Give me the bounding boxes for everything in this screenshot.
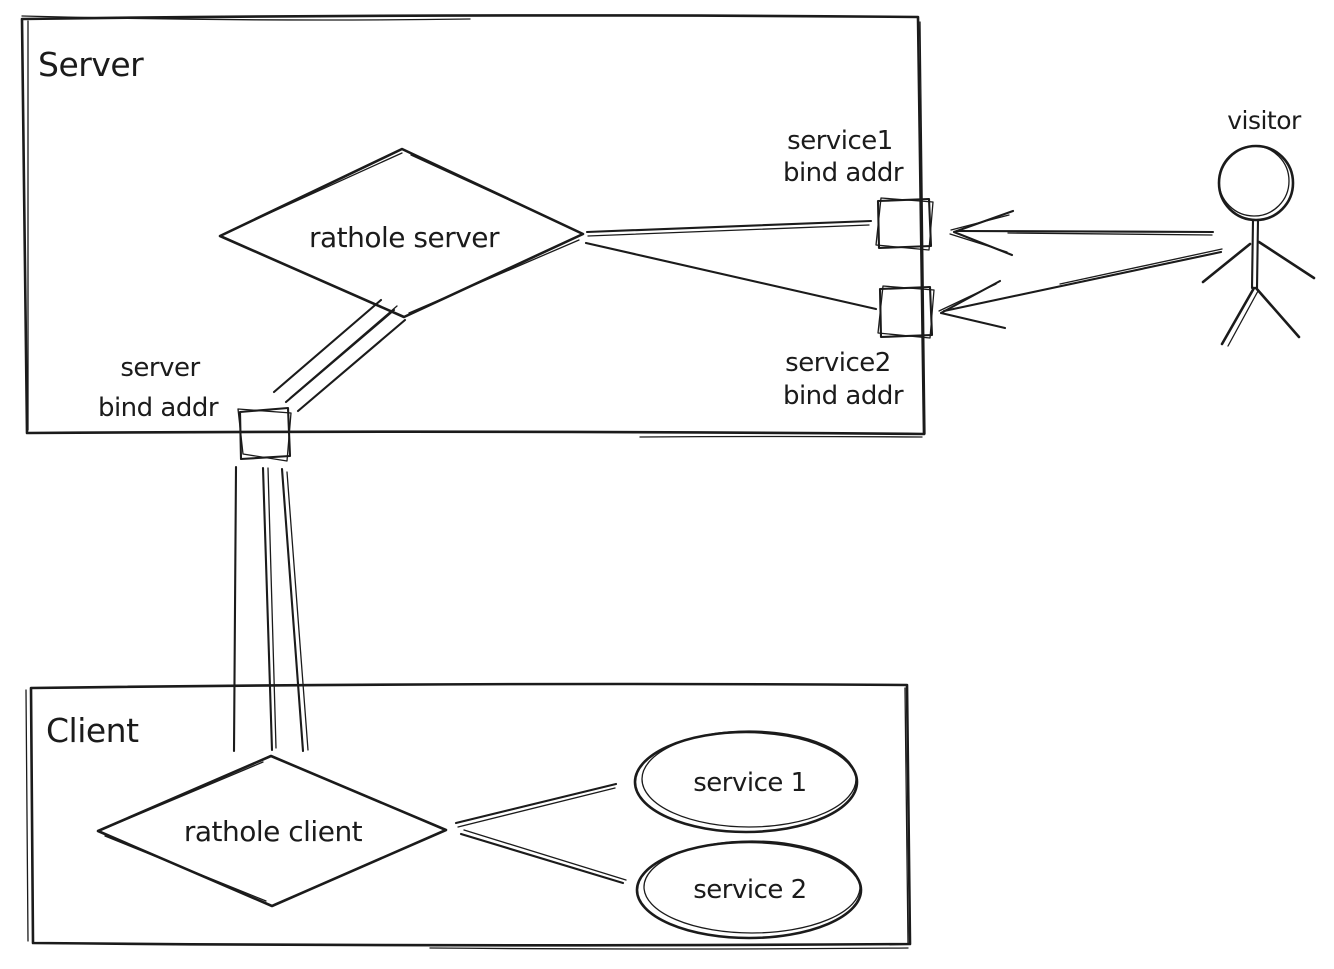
arrow1-shaft-sketch [1007, 232, 1213, 236]
control-line-1 [272, 298, 383, 394]
service1-port-sketch-stroke [875, 197, 934, 251]
rathole-client-diamond [96, 754, 448, 908]
arrow2-shaft-sketch [1059, 248, 1223, 285]
control-line-sketch-stroke [289, 305, 398, 399]
service2-node [635, 840, 863, 940]
client-to-service1-link [454, 782, 618, 828]
server-box-label: Server [38, 45, 144, 84]
visitor-label: visitor [1227, 106, 1302, 135]
rathole-client-label: rathole client [184, 815, 363, 848]
service1-bind-label-line1: service1 [787, 126, 893, 156]
rathole-client-outline [96, 754, 448, 908]
service2-port-outline [878, 285, 934, 339]
service1-bind-label-line2: bind addr [783, 158, 904, 188]
rathole-client-sketch-stroke [104, 759, 441, 902]
rathole-server-sketch-stroke [229, 152, 580, 314]
tunnel-line-3 [280, 467, 305, 753]
arrow2-shaft [942, 250, 1223, 313]
tunnel-line-2 [261, 466, 274, 752]
service2-port-sketch-stroke [877, 285, 935, 339]
client-box-outline [29, 682, 912, 947]
server-box [20, 14, 926, 438]
server-bind-label-line2: bind addr [98, 393, 219, 423]
server-to-service1-link [585, 219, 873, 237]
visitor-head-sketch [1218, 145, 1290, 217]
arrow2-head-sketch [938, 283, 997, 312]
visitor-legs [1220, 286, 1301, 346]
client-service1-line [454, 782, 618, 825]
rathole-server-outline [218, 147, 585, 319]
visitor-head [1217, 144, 1295, 222]
server-bind-label: server bind addr [98, 353, 219, 423]
service2-ellipse-sketch [643, 840, 861, 934]
service1-port-outline [876, 197, 933, 250]
tunnel-line-1 [232, 465, 238, 753]
service2-ellipse [635, 840, 863, 940]
server-bind-port-outline [238, 406, 292, 461]
client-service1-sketch-stroke [457, 787, 616, 828]
service2-bind-label: service2 bind addr [783, 348, 904, 411]
client-service2-sketch-stroke [463, 829, 627, 881]
server-bind-label-line1: server [120, 353, 200, 383]
server-bind-port-sketch-stroke [237, 408, 292, 462]
service2-node-label: service 2 [693, 875, 806, 905]
rathole-server-label: rathole server [309, 221, 500, 254]
service1-ellipse [633, 730, 859, 834]
server-to-service2-link [584, 241, 878, 311]
server-service2-line [584, 241, 878, 311]
service2-bind-port [877, 285, 935, 339]
control-line-3 [296, 318, 407, 413]
arrow1-head [952, 209, 1015, 257]
service1-bind-label: service1 bind addr [783, 126, 904, 188]
server-box-outline [20, 14, 926, 436]
arrow1-shaft [955, 229, 1215, 234]
server-to-bind-port-lines [272, 298, 407, 413]
visitor-arms [1201, 240, 1316, 284]
client-to-service2-link [459, 829, 627, 885]
client-box [25, 682, 912, 950]
rathole-server-diamond [218, 147, 585, 319]
visitor-arrow-service2 [938, 248, 1223, 330]
tunnel-lines [232, 465, 309, 753]
visitor-figure [1201, 144, 1316, 347]
client-service2-line [459, 832, 625, 885]
server-box-sketch-stroke [21, 15, 926, 438]
service2-bind-label-line2: bind addr [783, 381, 904, 411]
server-bind-port [237, 406, 292, 462]
visitor-body [1250, 218, 1260, 290]
service1-node [633, 730, 859, 834]
visitor-arrow-service1 [949, 209, 1215, 257]
visitor-legs-sketch [1227, 290, 1259, 347]
arrow1-head-sketch [949, 214, 1010, 253]
service1-ellipse-sketch [641, 730, 857, 828]
service1-node-label: service 1 [693, 768, 806, 798]
service2-bind-label-line1: service2 [785, 348, 891, 378]
service1-bind-port [875, 197, 934, 251]
client-box-sketch-stroke [25, 687, 909, 950]
server-service1-sketch-stroke [587, 224, 870, 237]
client-box-label: Client [46, 711, 139, 750]
tunnel-line-sketch-stroke [267, 467, 309, 751]
server-service1-line [585, 219, 873, 234]
